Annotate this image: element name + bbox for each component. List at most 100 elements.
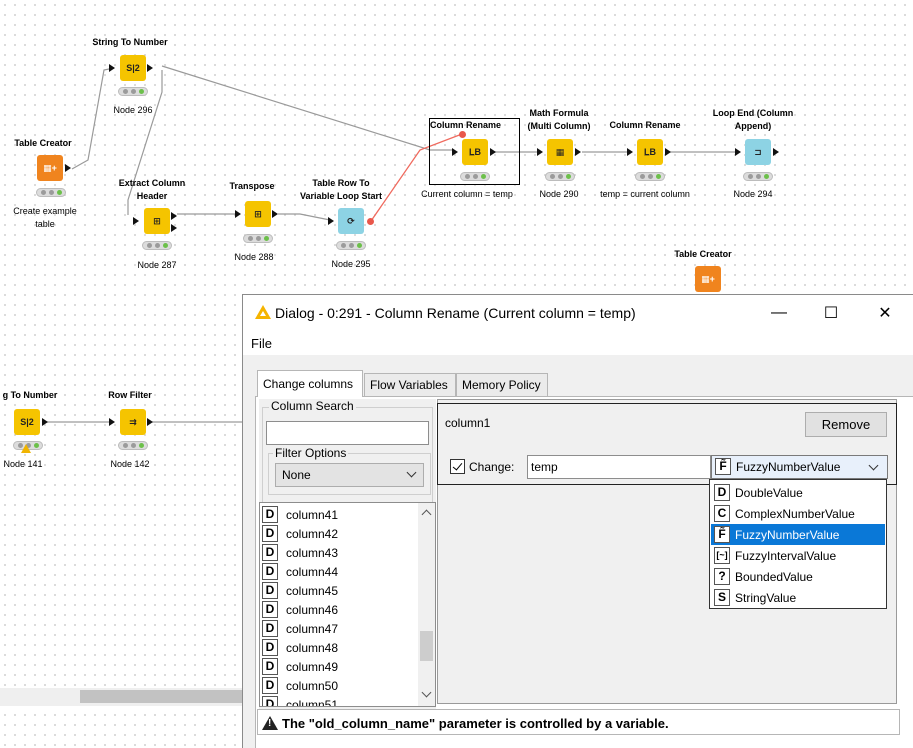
tab-change-columns[interactable]: Change columns [257, 370, 363, 397]
filter-options-select[interactable]: None [275, 463, 424, 487]
node-label: Node 296 [113, 105, 153, 115]
canvas-horizontal-scrollbar[interactable] [0, 688, 245, 706]
status-message: The "old_column_name" parameter is contr… [282, 716, 669, 731]
node-row-filter[interactable]: Row Filter ⇉ Node 142 [100, 389, 170, 474]
column-list-item-name: column41 [286, 508, 339, 522]
column-list-item-name: column47 [286, 622, 339, 636]
node-label: Node 294 [733, 189, 773, 199]
node-title: Loop End (Column Append) [712, 108, 794, 131]
type-icon: C [714, 505, 730, 522]
string-to-number-icon: S|2 [120, 55, 146, 81]
column-list-scrollbar[interactable] [418, 503, 435, 706]
column-list-item-name: column45 [286, 584, 339, 598]
column-search-label: Column Search [269, 399, 356, 413]
node-table-row-to-variable-loop-start[interactable]: Table Row To Variable Loop Start ⟳ Node … [295, 177, 387, 272]
column-search-input[interactable] [266, 421, 429, 445]
double-type-icon: D [262, 601, 278, 618]
filter-options-value: None [282, 468, 311, 482]
node-extract-column-header[interactable]: Extract Column Header ⊞ Node 287 [110, 177, 200, 272]
node-loop-end[interactable]: Loop End (Column Append) ⊐ Node 294 [700, 107, 810, 204]
scrollbar-thumb[interactable] [80, 690, 245, 703]
change-checkbox[interactable] [450, 459, 465, 474]
double-type-icon: D [262, 658, 278, 675]
node-label: Node 288 [234, 252, 274, 262]
type-option-label: BoundedValue [735, 570, 813, 584]
connection-wire [278, 213, 331, 221]
tab-flow-variables[interactable]: Flow Variables [364, 373, 456, 396]
double-type-icon: D [262, 696, 278, 706]
node-title: Column Rename [609, 120, 681, 130]
type-option[interactable]: ? BoundedValue [711, 566, 885, 587]
type-select[interactable]: F̃ FuzzyNumberValue [711, 455, 888, 479]
new-name-input[interactable]: temp [527, 455, 711, 479]
type-icon: ? [714, 568, 730, 585]
knime-logo-icon [255, 305, 271, 319]
minimize-button[interactable]: — [771, 304, 787, 321]
variable-port [459, 131, 466, 138]
maximize-button[interactable]: ☐ [823, 305, 839, 322]
scroll-up-icon[interactable] [421, 509, 432, 520]
node-label: temp = current column [600, 189, 690, 199]
type-option-label: FuzzyNumberValue [735, 528, 840, 542]
node-string-to-number-top[interactable]: String To Number S|2 Node 296 [80, 36, 190, 116]
node-label: Current column = temp [421, 189, 513, 199]
status-traffic-light [460, 172, 490, 181]
double-type-icon: D [262, 639, 278, 656]
close-button[interactable]: ✕ [878, 305, 892, 322]
node-column-rename-selected[interactable]: Column Rename L̲B Current column = temp [415, 119, 525, 204]
node-table-creator-left[interactable]: Table Creator ▦+ Create example table [8, 137, 88, 232]
node-title: Column Rename [430, 120, 502, 130]
node-title: Math Formula (Multi Column) [527, 108, 591, 131]
string-to-number-icon: S|2 [14, 409, 40, 435]
status-traffic-light [243, 234, 273, 243]
status-traffic-light [545, 172, 575, 181]
node-label: Node 295 [331, 259, 371, 269]
status-traffic-light [142, 241, 172, 250]
column-rename-card: column1 Remove Change: temp F̃ FuzzyNumb… [437, 403, 897, 485]
filter-icon: ⇉ [120, 409, 146, 435]
node-title: Table Row To Variable Loop Start [299, 178, 383, 201]
node-table-creator-right[interactable]: Table Creator ▦+ [665, 248, 745, 294]
rename-icon: L̲B [462, 139, 488, 165]
filter-options-group [268, 453, 431, 495]
type-icon: D [714, 484, 730, 501]
type-icon: F̃ [714, 526, 730, 543]
dialog-titlebar[interactable]: Dialog - 0:291 - Column Rename (Current … [243, 295, 913, 331]
type-option[interactable]: F̃ FuzzyNumberValue [711, 524, 885, 545]
node-math-formula-multi-column[interactable]: Math Formula (Multi Column) ▦ Node 290 [520, 107, 600, 204]
warning-icon [262, 716, 278, 730]
node-column-rename-2[interactable]: Column Rename L̲B temp = current column [595, 119, 705, 204]
node-title: Extract Column Header [118, 178, 186, 201]
transpose-icon: ⊞ [245, 201, 271, 227]
menu-file[interactable]: File [251, 336, 272, 351]
remove-button[interactable]: Remove [805, 412, 887, 437]
node-label: Node 141 [3, 459, 43, 469]
change-label: Change: [469, 460, 515, 474]
scroll-down-icon[interactable] [421, 687, 432, 698]
tab-memory-policy[interactable]: Memory Policy [456, 373, 548, 396]
status-traffic-light [743, 172, 773, 181]
node-string-to-number-bottom[interactable]: g To Number S|2 Node 141 [0, 389, 70, 474]
node-transpose[interactable]: Transpose ⊞ Node 288 [220, 180, 290, 265]
type-option[interactable]: [~]FuzzyIntervalValue [711, 545, 885, 566]
dialog-menubar: File [243, 331, 913, 355]
scrollbar-thumb[interactable] [420, 631, 433, 661]
node-label: Node 142 [110, 459, 150, 469]
